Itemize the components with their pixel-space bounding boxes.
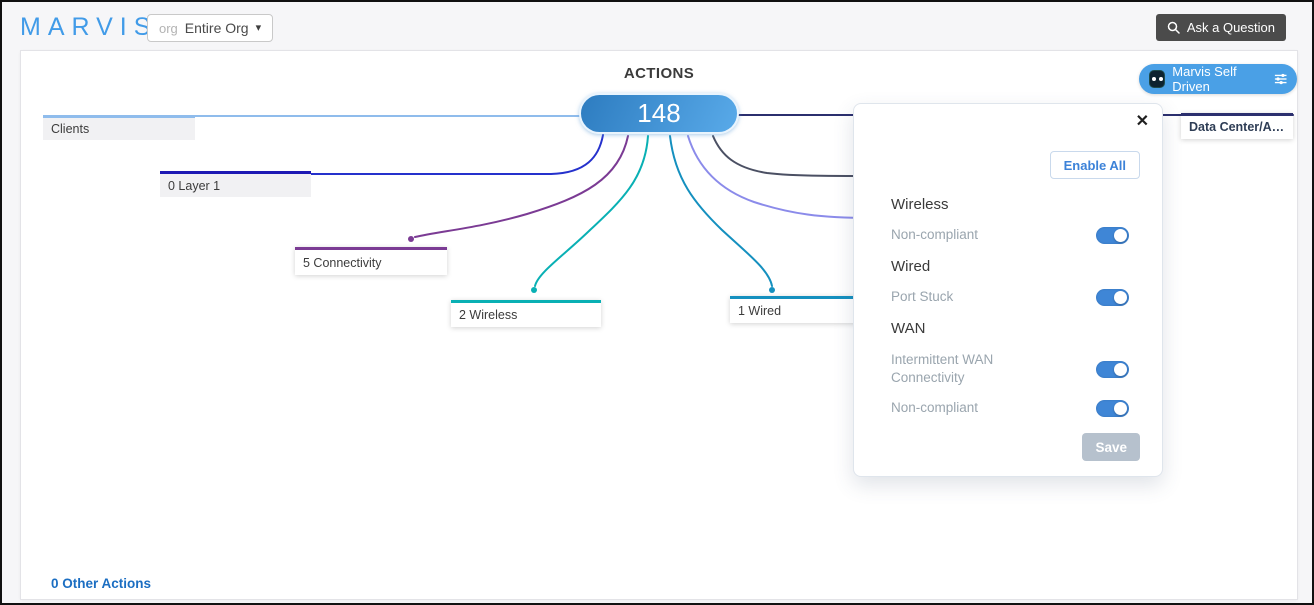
edge-layer-1	[292, 134, 604, 175]
org-selector-prefix: org	[159, 20, 178, 36]
action-tree-edges	[194, 114, 1294, 293]
section-title-wan: WAN	[891, 320, 926, 337]
marvis-robot-icon	[1149, 70, 1166, 88]
setting-row: Non-compliant	[891, 226, 1129, 244]
toggle-intermittent-wan[interactable]	[1096, 360, 1129, 378]
search-icon	[1167, 21, 1180, 34]
setting-row: Port Stuck	[891, 288, 1129, 306]
save-button[interactable]: Save	[1082, 433, 1140, 461]
marvis-logo: MARVIS	[20, 13, 158, 41]
edge-wired-dot	[769, 287, 775, 293]
edge-connectivity	[414, 135, 629, 238]
marvis-self-driven-label: Marvis Self Driven	[1172, 64, 1237, 94]
setting-row: Non-compliant	[891, 399, 1129, 417]
node-data-center[interactable]: Data Center/Applicati...	[1181, 113, 1293, 139]
setting-row: Intermittent WAN Connectivity	[891, 351, 1129, 387]
filter-sliders-icon	[1274, 73, 1287, 85]
edge-connectivity-dot	[408, 236, 414, 242]
setting-label: Port Stuck	[891, 289, 954, 304]
ask-a-question-button[interactable]: Ask a Question	[1155, 14, 1286, 41]
edge-wan-a	[687, 135, 1042, 219]
node-clients[interactable]: Clients	[43, 115, 195, 140]
actions-canvas: ACTIONS 148 Clients 0 Layer 1 5 Connecti…	[20, 50, 1298, 600]
setting-label: Non-compliant	[891, 227, 979, 242]
setting-label: Intermittent WAN Connectivity	[891, 352, 994, 385]
close-icon[interactable]: ✕	[1135, 113, 1149, 130]
toggle-wireless-non-compliant[interactable]	[1096, 226, 1129, 244]
marvis-self-driven-button[interactable]: Marvis Self Driven	[1139, 64, 1297, 94]
edge-wireless	[534, 135, 649, 287]
node-wireless[interactable]: 2 Wireless	[451, 300, 601, 327]
chevron-down-icon: ▾	[255, 21, 262, 34]
org-selector-value: Entire Org	[184, 20, 249, 36]
ask-a-question-label: Ask a Question	[1186, 20, 1275, 35]
org-selector[interactable]: org Entire Org ▾	[147, 14, 274, 42]
node-connectivity[interactable]: 5 Connectivity	[295, 247, 447, 275]
section-title-wireless: Wireless	[891, 196, 949, 213]
total-actions-node[interactable]: 148	[579, 93, 739, 134]
other-actions-link[interactable]: 0 Other Actions	[51, 576, 152, 591]
enable-all-button[interactable]: Enable All	[1049, 151, 1140, 179]
toggle-wan-non-compliant[interactable]	[1096, 399, 1129, 417]
setting-label: Non-compliant	[891, 400, 979, 415]
top-bar: MARVIS org Entire Org ▾ Ask a Question	[2, 2, 1312, 50]
actions-title: ACTIONS	[623, 65, 695, 82]
edge-wireless-dot	[531, 287, 537, 293]
node-layer-1[interactable]: 0 Layer 1	[160, 171, 311, 197]
edge-wired	[669, 135, 773, 287]
toggle-port-stuck[interactable]	[1096, 288, 1129, 306]
action-settings-popover: ✕ Enable All Wireless Non-compliant Wire…	[853, 103, 1163, 477]
section-title-wired: Wired	[891, 258, 931, 275]
